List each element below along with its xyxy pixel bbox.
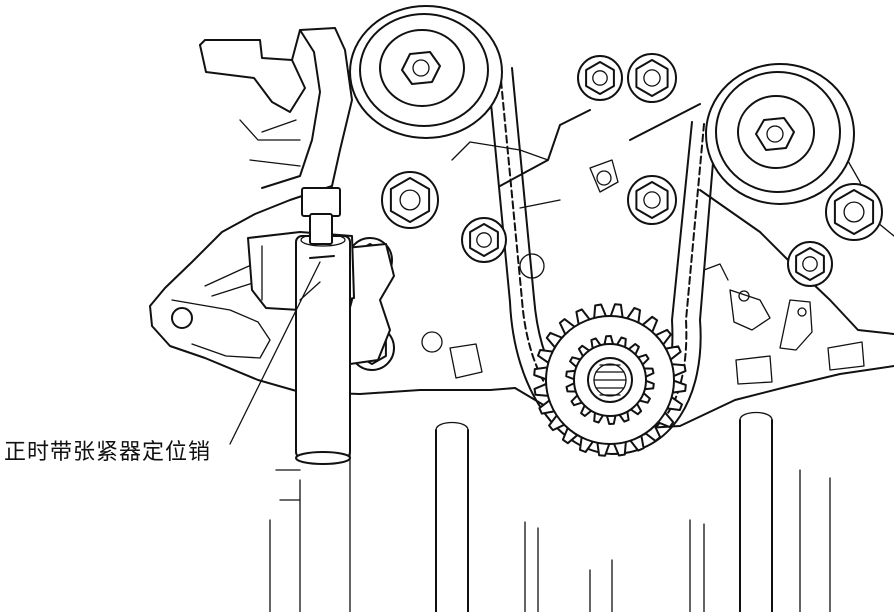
camshaft-pulley-right [705, 63, 855, 205]
bolt-center [399, 189, 421, 211]
hex-bolt-head [469, 223, 499, 257]
idler-pulley-left [349, 5, 503, 139]
hex-bolt-head [635, 181, 669, 219]
cylinder-walls [269, 411, 831, 612]
tensioner-locating-pin-label: 正时带张紧器定位销 [2, 434, 214, 466]
hex-bolt-head [585, 61, 615, 95]
timing-belt-tensioner [295, 233, 351, 465]
bolt-center [643, 69, 661, 87]
block-details [275, 263, 813, 501]
hex-bolt-head [389, 177, 431, 223]
hex-bolt-head [833, 189, 875, 235]
bolt-center [643, 191, 661, 209]
bolt-center [843, 201, 865, 223]
bolt-center [592, 70, 608, 86]
hex-bolt-head [635, 59, 669, 97]
bolt-center [476, 232, 492, 248]
crankshaft-sprocket [533, 303, 687, 457]
bolt-center [802, 256, 818, 272]
tensioner-locating-pin [301, 187, 341, 259]
hex-bolt-head [795, 247, 825, 281]
leader-line [229, 261, 321, 445]
